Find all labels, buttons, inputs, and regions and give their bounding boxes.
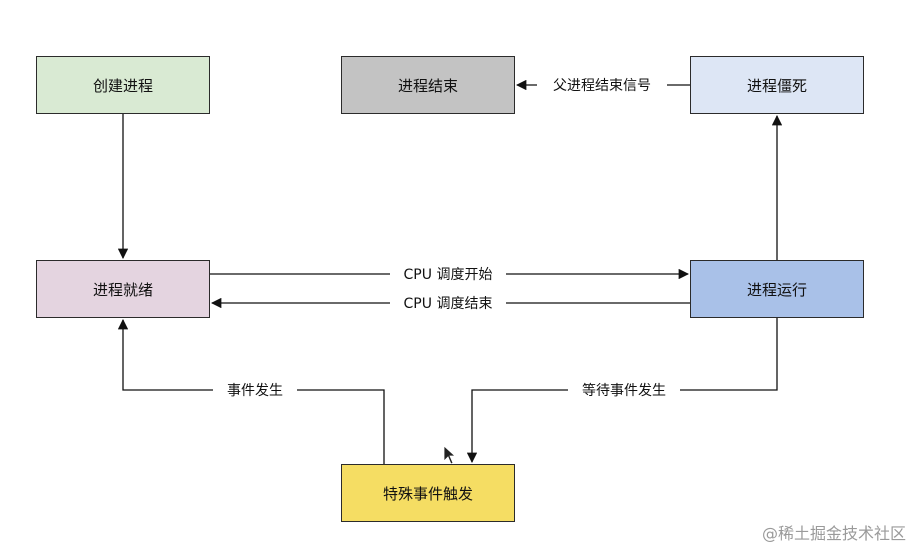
- cursor-pointer-icon: [443, 445, 457, 465]
- watermark-text: @稀土掘金技术社区: [761, 524, 906, 543]
- edge-label-event-occur: 事件发生: [227, 383, 283, 399]
- edge-label-cpu-end: CPU 调度结束: [404, 296, 493, 312]
- edge-label-parent-end-signal: 父进程结束信号: [553, 78, 651, 94]
- node-process-running: 进程运行: [690, 260, 864, 318]
- node-process-ready: 进程就绪: [36, 260, 210, 318]
- node-special-event: 特殊事件触发: [341, 464, 515, 522]
- edge-label-cpu-start: CPU 调度开始: [404, 267, 493, 283]
- node-process-end: 进程结束: [341, 56, 515, 114]
- edge-label-wait-event: 等待事件发生: [582, 382, 666, 399]
- node-process-zombie: 进程僵死: [690, 56, 864, 114]
- node-create-process: 创建进程: [36, 56, 210, 114]
